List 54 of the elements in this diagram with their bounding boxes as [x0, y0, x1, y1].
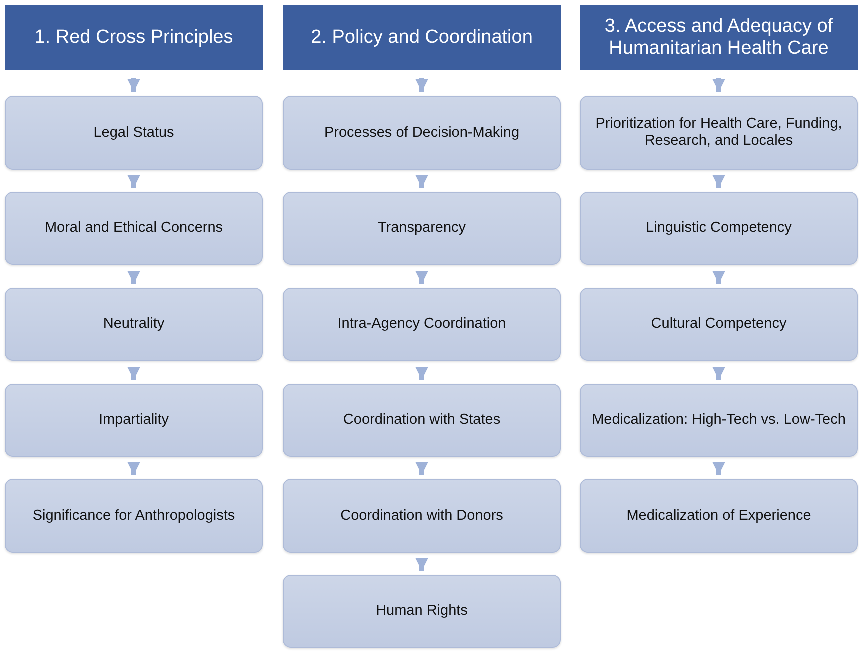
box-text: Cultural Competency: [651, 316, 787, 333]
box-text: Human Rights: [376, 603, 468, 620]
process-box: [283, 479, 561, 553]
arrow: [416, 271, 428, 284]
arrow: [128, 367, 140, 380]
process-box: [580, 479, 858, 553]
box-text: Processes of Decision-Making: [324, 124, 520, 142]
arrow: [128, 271, 140, 284]
arrow: [128, 462, 140, 475]
process-box: [5, 192, 263, 265]
box-text: Moral and Ethical Concerns: [44, 220, 224, 237]
arrow: [416, 367, 428, 380]
arrow: [712, 78, 726, 92]
process-box: [580, 192, 858, 265]
box-text: Linguistic Competency: [646, 220, 792, 237]
box-text: Coordination with Donors: [340, 508, 504, 524]
process-box: [5, 479, 263, 553]
arrow: [712, 175, 726, 188]
box-text: Neutrality: [103, 316, 165, 333]
box-text: Medicalization: High-Tech vs. Low-Tech: [592, 412, 846, 429]
process-box: [5, 288, 263, 361]
process-box: [580, 288, 858, 361]
box-text: Transparency: [378, 220, 466, 237]
process-box: [5, 96, 263, 170]
arrow: [416, 78, 428, 92]
process-box: [283, 288, 561, 361]
arrow: [416, 462, 428, 475]
arrow: [128, 175, 140, 188]
header-text: 2. Policy and Coordination: [311, 26, 533, 48]
box-text: Coordination with States: [343, 412, 501, 429]
process-box: [283, 96, 561, 170]
header-text: 1. Red Cross Principles: [34, 26, 234, 48]
process-box: [5, 384, 263, 457]
column-header: [580, 5, 858, 70]
box-text: Significance for Anthropologists: [32, 508, 236, 524]
box-text: Intra-Agency Coordination: [338, 316, 506, 333]
process-box: [283, 192, 561, 265]
box-text: Legal Status: [94, 124, 174, 142]
arrow: [128, 78, 140, 92]
arrow: [712, 271, 726, 284]
arrow: [712, 367, 726, 380]
process-box: [580, 384, 858, 457]
header-text: 3. Access and Adequacy of Humanitarian Health Care: [604, 16, 834, 60]
arrow: [416, 558, 428, 571]
box-text: Prioritization for Health Care, Funding, Research, and Locales: [594, 116, 844, 150]
column-header: [283, 5, 561, 70]
column-header: [5, 5, 263, 70]
arrow: [712, 462, 726, 475]
process-box: [283, 384, 561, 457]
arrow: [416, 175, 428, 188]
box-text: Medicalization of Experience: [626, 508, 812, 524]
process-box: [580, 96, 858, 170]
process-box: [283, 575, 561, 648]
box-text: Impartiality: [98, 412, 170, 429]
